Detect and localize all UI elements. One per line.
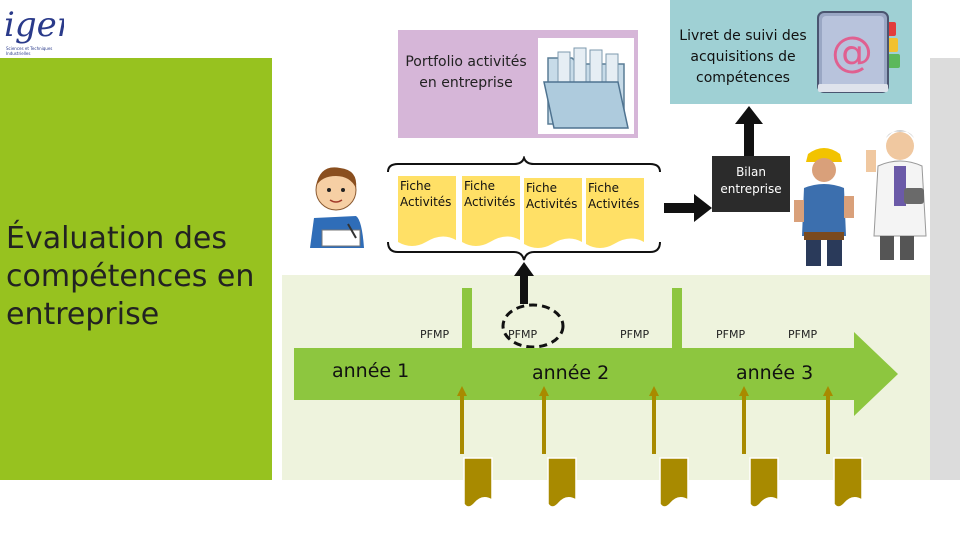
pfmp-label: PFMP <box>620 328 650 341</box>
fiche-line2: Activités <box>588 197 640 211</box>
fiche-activites: Fiche Activités <box>398 176 454 222</box>
fiche-activites: Fiche Activités <box>462 176 518 222</box>
dashed-highlight <box>500 302 566 350</box>
folder-icon <box>538 38 634 134</box>
brace-bottom <box>386 240 662 262</box>
fiche-activites: Fiche Activités <box>586 178 642 224</box>
side-strip <box>930 58 960 480</box>
fiche-line1: Fiche <box>526 181 557 195</box>
arrow-right-icon <box>664 194 712 222</box>
logo-mark: igen <box>4 5 64 45</box>
fiche-line1: Fiche <box>588 181 619 195</box>
document-row <box>454 386 874 512</box>
pfmp-label: PFMP <box>788 328 818 341</box>
arrow-up-icon <box>734 106 764 160</box>
year-label: année 1 <box>332 360 410 382</box>
address-book-icon: @ <box>814 6 906 98</box>
logo-tagline: Sciences et Techniques Industrielles <box>6 46 53 56</box>
fiche-line2: Activités <box>526 197 578 211</box>
worker-illustration <box>790 140 858 266</box>
pfmp-label: PFMP <box>508 328 538 341</box>
period-divider <box>672 288 682 392</box>
fiche-line1: Fiche <box>400 179 431 193</box>
at-sign: @ <box>831 27 873 76</box>
bilan-box <box>712 156 790 212</box>
fiche-line2: Activités <box>464 195 516 209</box>
green-panel <box>0 58 272 480</box>
year-label: année 3 <box>736 362 814 384</box>
student-illustration <box>300 158 372 248</box>
igen-logo: igen Sciences et Techniques Industrielle… <box>0 0 79 58</box>
livret-label: Livret de suivi des acquisitions de comp… <box>679 28 807 86</box>
scientist-illustration <box>864 124 930 260</box>
fiche-line1: Fiche <box>464 179 495 193</box>
bilan-label: Bilan entreprise <box>720 165 782 196</box>
period-divider <box>462 288 472 392</box>
portfolio-label: Portfolio activités en entreprise <box>405 54 527 91</box>
pfmp-label: PFMP <box>716 328 746 341</box>
fiche-activites: Fiche Activités <box>524 178 580 224</box>
fiche-line2: Activités <box>400 195 452 209</box>
brace-top <box>386 154 662 174</box>
pfmp-label: PFMP <box>420 328 450 341</box>
slide-title: Évaluation des compétences en entreprise <box>6 221 255 332</box>
year-label: année 2 <box>532 362 610 384</box>
fiches-group: Fiche Activités Fiche Activités Fiche Ac… <box>396 172 656 252</box>
arrow-up-icon <box>514 262 534 304</box>
